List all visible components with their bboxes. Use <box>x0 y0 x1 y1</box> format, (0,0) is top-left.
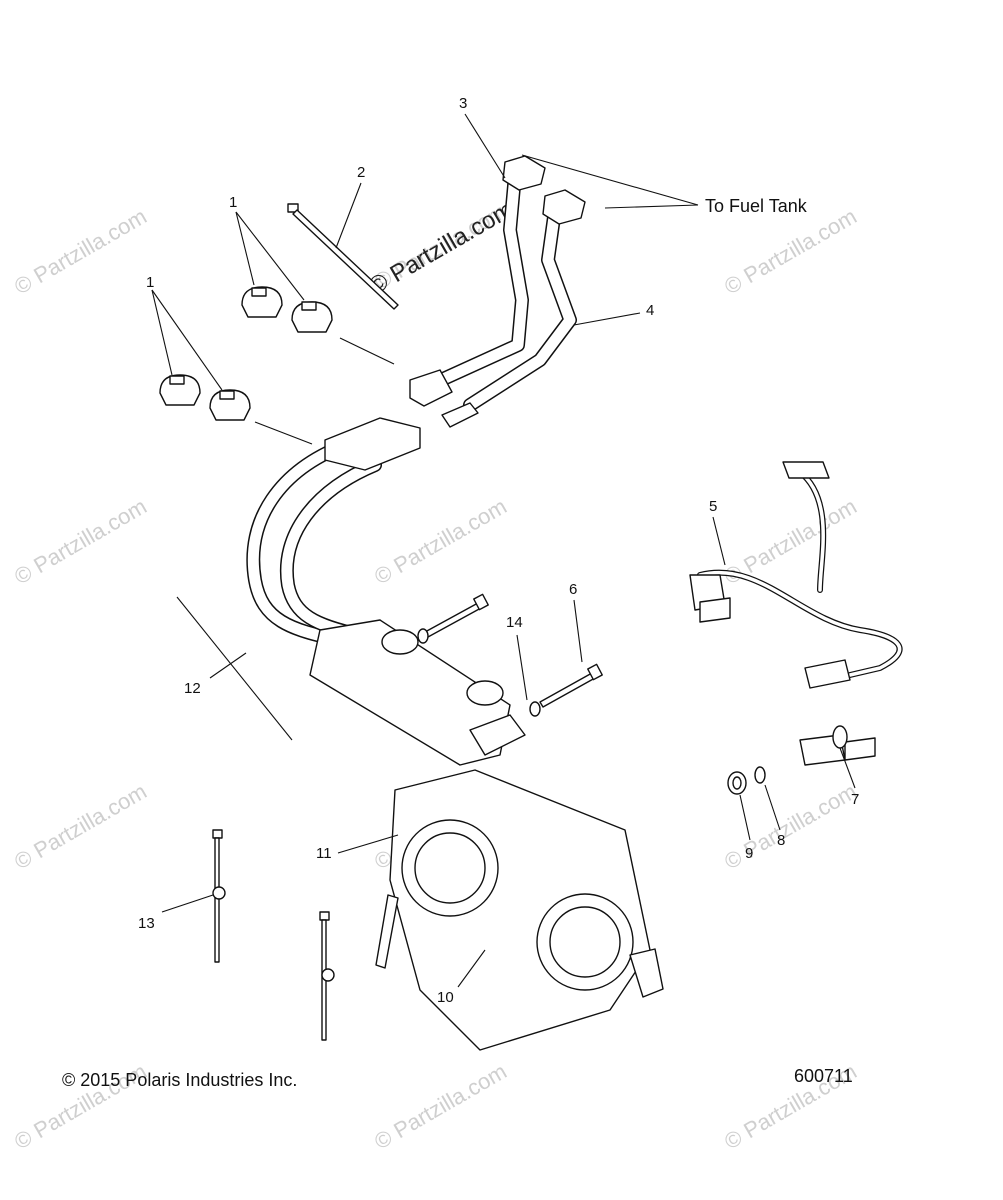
injector-harness <box>689 461 903 689</box>
hose-clamps-upper <box>241 286 333 333</box>
callout-3: 3 <box>459 95 467 112</box>
watermark-text: © Partzilla.com <box>720 204 861 300</box>
watermark-text: © Partzilla.com <box>10 779 151 875</box>
callout-14: 14 <box>506 614 523 631</box>
callout-4: 4 <box>646 302 654 319</box>
callout-9: 9 <box>745 845 753 862</box>
callout-12: 12 <box>184 680 201 697</box>
watermark-text: © Partzilla.com <box>370 494 511 590</box>
diagram-number: 600711 <box>794 1066 853 1086</box>
hose-clamps-lower <box>159 374 251 421</box>
callout-6: 6 <box>569 581 577 598</box>
rail-bolts <box>417 593 603 717</box>
callout-7: 7 <box>851 791 859 808</box>
copyright-notice: © 2015 Polaris Industries Inc. <box>62 1070 297 1090</box>
cable-tie-part <box>287 203 399 310</box>
callout-11: 11 <box>316 845 332 862</box>
watermark-main: © Partzilla.com <box>365 196 519 300</box>
injector-seals <box>727 725 876 795</box>
callout-10: 10 <box>437 989 454 1006</box>
throttle-body <box>375 769 664 1051</box>
watermark-text: © Partzilla.com <box>370 1059 511 1155</box>
callout-1: 1 <box>229 194 237 211</box>
destination-label: To Fuel Tank <box>705 196 808 216</box>
callout-labels: 1 1 2 3 4 5 6 7 8 9 10 11 12 13 14 <box>138 95 859 1006</box>
watermark-text: © Partzilla.com <box>10 204 151 300</box>
callout-5: 5 <box>709 498 717 515</box>
fuel-hoses-upper <box>409 155 586 428</box>
callout-13: 13 <box>138 915 155 932</box>
watermark-text: © Partzilla.com <box>10 494 151 590</box>
fuel-rail-assembly <box>246 417 526 766</box>
callout-1: 1 <box>146 274 154 291</box>
callout-2: 2 <box>357 164 365 181</box>
cable-ties-lower <box>212 829 335 1041</box>
callout-8: 8 <box>777 832 785 849</box>
leader-lines <box>151 113 856 988</box>
